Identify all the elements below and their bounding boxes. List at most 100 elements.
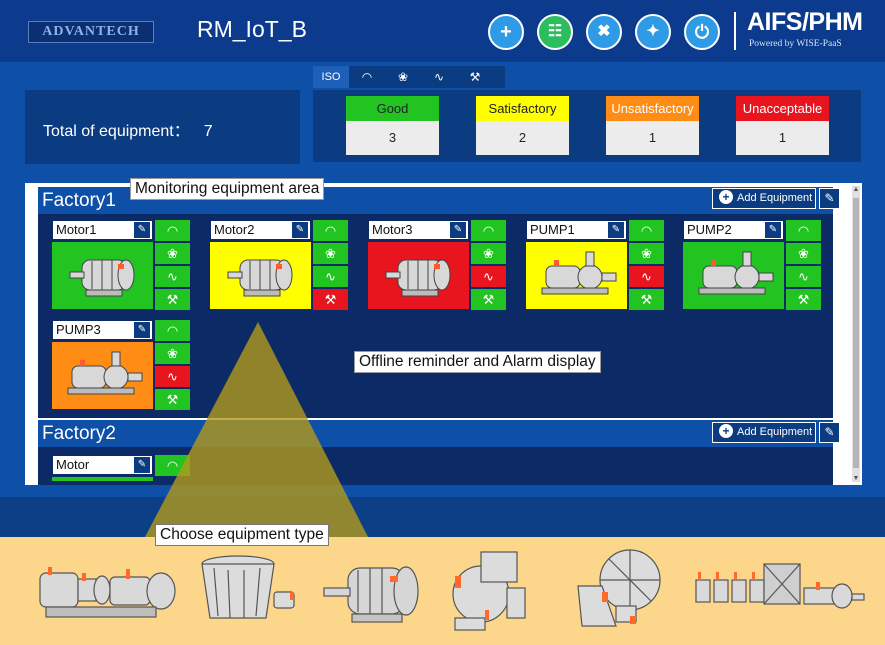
wifi-indicator[interactable]: ◠	[471, 220, 506, 241]
pump-line-icon	[695, 563, 865, 609]
equipment-image[interactable]	[526, 242, 627, 309]
status-satisfactory[interactable]: Satisfactory 2	[476, 96, 569, 155]
status-unacceptable[interactable]: Unacceptable 1	[736, 96, 829, 155]
wifi-indicator[interactable]: ◠	[155, 220, 190, 241]
equipment-card[interactable]: PUMP2✎◠❀∿⚒	[683, 220, 821, 310]
waveform-indicator[interactable]: ∿	[471, 266, 506, 287]
filter-temperature[interactable]: ⚒	[457, 66, 493, 88]
scroll-down-icon[interactable]: ▼	[852, 475, 860, 482]
motor-icon	[52, 477, 153, 481]
power-icon: ⏻	[694, 22, 710, 42]
equipment-image[interactable]	[683, 242, 784, 309]
equipment-edit-button[interactable]: ✎	[134, 222, 150, 238]
collapse-button[interactable]: ✦	[635, 14, 671, 50]
filter-waveform[interactable]: ∿	[421, 66, 457, 88]
status-good-count: 3	[346, 121, 439, 155]
wifi-icon: ◠	[166, 223, 179, 238]
equipment-name: Motor2	[210, 220, 311, 240]
virus-indicator[interactable]: ❀	[629, 243, 664, 264]
virus-indicator[interactable]: ❀	[786, 243, 821, 264]
factory2-edit-button[interactable]: ✎	[819, 422, 840, 443]
temperature-indicator[interactable]: ⚒	[155, 289, 190, 310]
equipment-type-industrial-fan[interactable]	[572, 546, 667, 636]
temperature-indicator[interactable]: ⚒	[313, 289, 348, 310]
virus-icon: ❀	[798, 246, 809, 261]
equipment-edit-button[interactable]: ✎	[292, 222, 308, 238]
equipment-image[interactable]	[52, 242, 153, 309]
status-unsatisfactory-count: 1	[606, 121, 699, 155]
temperature-icon: ⚒	[166, 392, 179, 407]
add-button[interactable]: +	[488, 14, 524, 50]
equipment-name: PUMP3	[52, 320, 153, 340]
wifi-indicator[interactable]: ◠	[629, 220, 664, 241]
equipment-image[interactable]	[210, 242, 311, 309]
equipment-edit-button[interactable]: ✎	[134, 322, 150, 338]
equipment-type-cooling-fan[interactable]	[198, 552, 308, 632]
power-button[interactable]: ⏻	[684, 14, 720, 50]
wifi-indicator[interactable]: ◠	[155, 455, 190, 476]
status-unsatisfactory[interactable]: Unsatisfactory 1	[606, 96, 699, 155]
equipment-card[interactable]: Motor1✎◠❀∿⚒	[52, 220, 190, 310]
filter-iso[interactable]: ISO	[313, 66, 349, 88]
waveform-indicator[interactable]: ∿	[155, 266, 190, 287]
filter-toolbar: ISO ◠ ❀ ∿ ⚒	[313, 66, 505, 88]
equipment-scrollbar[interactable]: ▲ ▼	[852, 186, 860, 482]
virus-indicator[interactable]: ❀	[313, 243, 348, 264]
factory1-add-equipment-button[interactable]: +Add Equipment	[712, 188, 816, 209]
temperature-indicator[interactable]: ⚒	[471, 289, 506, 310]
wifi-indicator[interactable]: ◠	[155, 320, 190, 341]
factory1-edit-button[interactable]: ✎	[819, 188, 840, 209]
temperature-indicator[interactable]: ⚒	[786, 289, 821, 310]
equipment-card[interactable]: PUMP3✎ ◠❀∿ ⚒	[52, 320, 190, 410]
wifi-indicator[interactable]: ◠	[313, 220, 348, 241]
temperature-indicator[interactable]: ⚒	[155, 389, 190, 410]
tools-button[interactable]: ✖	[586, 14, 622, 50]
filter-wifi[interactable]: ◠	[349, 66, 385, 88]
temperature-icon: ⚒	[640, 292, 653, 307]
virus-indicator[interactable]: ❀	[155, 243, 190, 264]
waveform-indicator[interactable]: ∿	[629, 266, 664, 287]
factory2-add-equipment-button[interactable]: +Add Equipment	[712, 422, 816, 443]
virus-indicator[interactable]: ❀	[155, 343, 190, 364]
equipment-image[interactable]	[368, 242, 469, 309]
status-satisfactory-count: 2	[476, 121, 569, 155]
equipment-edit-button[interactable]: ✎	[765, 222, 781, 238]
device-card-button[interactable]: ☷	[537, 14, 573, 50]
company-logo: ADVANTECH	[28, 21, 154, 43]
equipment-edit-button[interactable]: ✎	[134, 457, 150, 473]
virus-indicator[interactable]: ❀	[471, 243, 506, 264]
filter-virus[interactable]: ❀	[385, 66, 421, 88]
offline-alarm-note: Offline reminder and Alarm display	[354, 351, 601, 373]
equipment-type-pump-line[interactable]	[692, 552, 867, 627]
industrial-fan-icon	[577, 549, 661, 627]
equipment-edit-button[interactable]: ✎	[608, 222, 624, 238]
footer-strip	[0, 497, 885, 537]
equipment-image[interactable]	[52, 342, 153, 409]
temperature-icon: ⚒	[324, 292, 337, 307]
scroll-up-icon[interactable]: ▲	[852, 186, 860, 193]
waveform-indicator[interactable]: ∿	[313, 266, 348, 287]
wifi-icon: ◠	[324, 223, 337, 238]
page-title: RM_IoT_B	[197, 16, 307, 42]
equipment-card[interactable]: Motor✎◠	[52, 455, 190, 481]
header-divider	[734, 12, 736, 50]
equipment-type-centrifugal-blower[interactable]	[445, 548, 550, 638]
equipment-card[interactable]: Motor2✎ ◠ ❀∿ ⚒	[210, 220, 348, 310]
waveform-indicator[interactable]: ∿	[786, 266, 821, 287]
virus-icon: ❀	[167, 246, 178, 261]
wifi-indicator[interactable]: ◠	[786, 220, 821, 241]
temperature-indicator[interactable]: ⚒	[629, 289, 664, 310]
equipment-edit-button[interactable]: ✎	[450, 222, 466, 238]
equipment-type-pump-assembly[interactable]	[36, 553, 181, 623]
scroll-thumb[interactable]	[853, 198, 859, 468]
equipment-card[interactable]: Motor3✎◠❀∿⚒	[368, 220, 506, 310]
equipment-card[interactable]: PUMP1✎◠❀∿⚒	[526, 220, 664, 310]
equipment-type-motor[interactable]	[318, 558, 428, 630]
wifi-icon: ◠	[640, 223, 653, 238]
pump-icon	[541, 251, 617, 295]
status-good[interactable]: Good 3	[346, 96, 439, 155]
total-panel: Total of equipment：7	[25, 90, 300, 164]
waveform-indicator[interactable]: ∿	[155, 366, 190, 387]
equipment-image[interactable]	[52, 477, 153, 481]
